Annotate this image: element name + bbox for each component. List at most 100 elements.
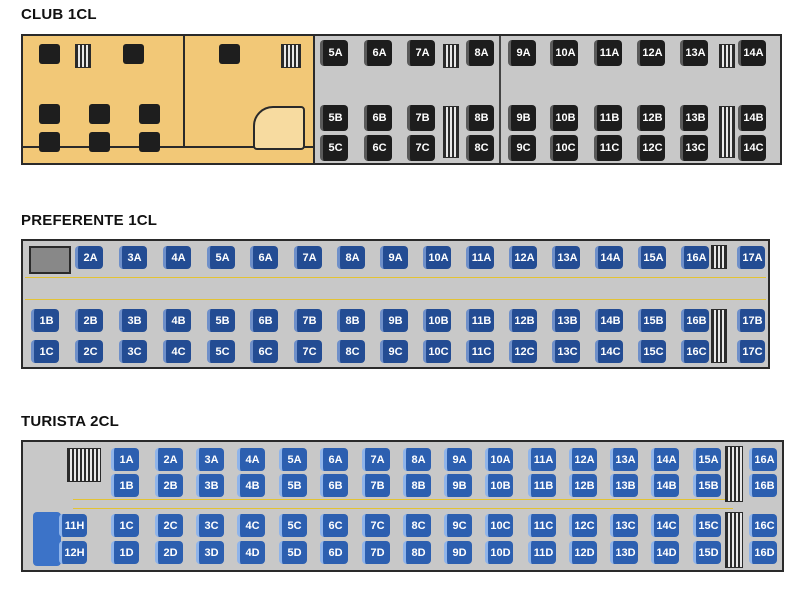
seat-15d[interactable]: 15D (693, 541, 721, 564)
seat-7b[interactable]: 7B (407, 105, 435, 131)
seat-4d[interactable]: 4D (237, 541, 265, 564)
seat-9c[interactable]: 9C (508, 135, 536, 161)
seat-7d[interactable]: 7D (362, 541, 390, 564)
seat-10a[interactable]: 10A (423, 246, 451, 269)
seat-10c[interactable]: 10C (485, 514, 513, 537)
seat-7a[interactable]: 7A (294, 246, 322, 269)
seat-9b[interactable]: 9B (444, 474, 472, 497)
seat-5a[interactable]: 5A (320, 40, 348, 66)
seat-15c[interactable]: 15C (693, 514, 721, 537)
seat-2b[interactable]: 2B (155, 474, 183, 497)
seat-14c[interactable]: 14C (738, 135, 766, 161)
seat-17b[interactable]: 17B (737, 309, 765, 332)
seat-9c[interactable]: 9C (380, 340, 408, 363)
seat-14d[interactable]: 14D (651, 541, 679, 564)
seat-9b[interactable]: 9B (380, 309, 408, 332)
seat-11b[interactable]: 11B (594, 105, 622, 131)
seat-7a[interactable]: 7A (407, 40, 435, 66)
seat-13c[interactable]: 13C (610, 514, 638, 537)
seat-7c[interactable]: 7C (362, 514, 390, 537)
seat-12h[interactable]: 12H (59, 541, 87, 564)
seat-5a[interactable]: 5A (279, 448, 307, 471)
seat-7c[interactable]: 7C (294, 340, 322, 363)
seat-9a[interactable]: 9A (508, 40, 536, 66)
seat-6c[interactable]: 6C (320, 514, 348, 537)
seat-8a[interactable]: 8A (337, 246, 365, 269)
seat-15a[interactable]: 15A (693, 448, 721, 471)
seat-1a[interactable]: 1A (111, 448, 139, 471)
seat-6b[interactable]: 6B (250, 309, 278, 332)
seat-13b[interactable]: 13B (680, 105, 708, 131)
seat-6a[interactable]: 6A (250, 246, 278, 269)
seat-3c[interactable]: 3C (119, 340, 147, 363)
seat-10a[interactable]: 10A (485, 448, 513, 471)
seat-8a[interactable]: 8A (466, 40, 494, 66)
seat-6c[interactable]: 6C (364, 135, 392, 161)
seat-16a[interactable]: 16A (749, 448, 777, 471)
seat-1d[interactable]: 1D (111, 541, 139, 564)
seat-11h[interactable]: 11H (59, 514, 87, 537)
seat-2a[interactable]: 2A (75, 246, 103, 269)
seat-5b[interactable]: 5B (279, 474, 307, 497)
seat-17a[interactable]: 17A (737, 246, 765, 269)
seat-14a[interactable]: 14A (651, 448, 679, 471)
seat-10c[interactable]: 10C (550, 135, 578, 161)
seat-8a[interactable]: 8A (403, 448, 431, 471)
seat-6a[interactable]: 6A (364, 40, 392, 66)
seat-11c[interactable]: 11C (528, 514, 556, 537)
seat-11a[interactable]: 11A (528, 448, 556, 471)
seat-12c[interactable]: 12C (569, 514, 597, 537)
seat-5d[interactable]: 5D (279, 541, 307, 564)
seat-10c[interactable]: 10C (423, 340, 451, 363)
seat-4b[interactable]: 4B (163, 309, 191, 332)
seat-11d[interactable]: 11D (528, 541, 556, 564)
seat-6a[interactable]: 6A (320, 448, 348, 471)
seat-10b[interactable]: 10B (550, 105, 578, 131)
seat-16b[interactable]: 16B (681, 309, 709, 332)
seat-2a[interactable]: 2A (155, 448, 183, 471)
seat-16c[interactable]: 16C (749, 514, 777, 537)
seat-8b[interactable]: 8B (337, 309, 365, 332)
seat-8d[interactable]: 8D (403, 541, 431, 564)
seat-5c[interactable]: 5C (207, 340, 235, 363)
seat-11c[interactable]: 11C (594, 135, 622, 161)
seat-12a[interactable]: 12A (569, 448, 597, 471)
seat-5b[interactable]: 5B (320, 105, 348, 131)
seat-15a[interactable]: 15A (638, 246, 666, 269)
seat-3a[interactable]: 3A (119, 246, 147, 269)
seat-14a[interactable]: 14A (595, 246, 623, 269)
seat-7a[interactable]: 7A (362, 448, 390, 471)
seat-16b[interactable]: 16B (749, 474, 777, 497)
seat-1b[interactable]: 1B (31, 309, 59, 332)
seat-5c[interactable]: 5C (320, 135, 348, 161)
seat-15c[interactable]: 15C (638, 340, 666, 363)
seat-13c[interactable]: 13C (680, 135, 708, 161)
seat-8c[interactable]: 8C (337, 340, 365, 363)
seat-14b[interactable]: 14B (595, 309, 623, 332)
seat-10a[interactable]: 10A (550, 40, 578, 66)
seat-12b[interactable]: 12B (637, 105, 665, 131)
seat-12b[interactable]: 12B (509, 309, 537, 332)
seat-8c[interactable]: 8C (403, 514, 431, 537)
seat-7b[interactable]: 7B (294, 309, 322, 332)
seat-4c[interactable]: 4C (237, 514, 265, 537)
seat-9a[interactable]: 9A (380, 246, 408, 269)
seat-6b[interactable]: 6B (364, 105, 392, 131)
seat-2b[interactable]: 2B (75, 309, 103, 332)
seat-9c[interactable]: 9C (444, 514, 472, 537)
seat-5c[interactable]: 5C (279, 514, 307, 537)
seat-8b[interactable]: 8B (466, 105, 494, 131)
seat-5b[interactable]: 5B (207, 309, 235, 332)
seat-6d[interactable]: 6D (320, 541, 348, 564)
seat-8c[interactable]: 8C (466, 135, 494, 161)
seat-3b[interactable]: 3B (196, 474, 224, 497)
seat-4a[interactable]: 4A (237, 448, 265, 471)
seat-5a[interactable]: 5A (207, 246, 235, 269)
seat-8b[interactable]: 8B (403, 474, 431, 497)
seat-9a[interactable]: 9A (444, 448, 472, 471)
seat-4c[interactable]: 4C (163, 340, 191, 363)
seat-14c[interactable]: 14C (651, 514, 679, 537)
seat-6b[interactable]: 6B (320, 474, 348, 497)
seat-1c[interactable]: 1C (31, 340, 59, 363)
seat-11a[interactable]: 11A (594, 40, 622, 66)
